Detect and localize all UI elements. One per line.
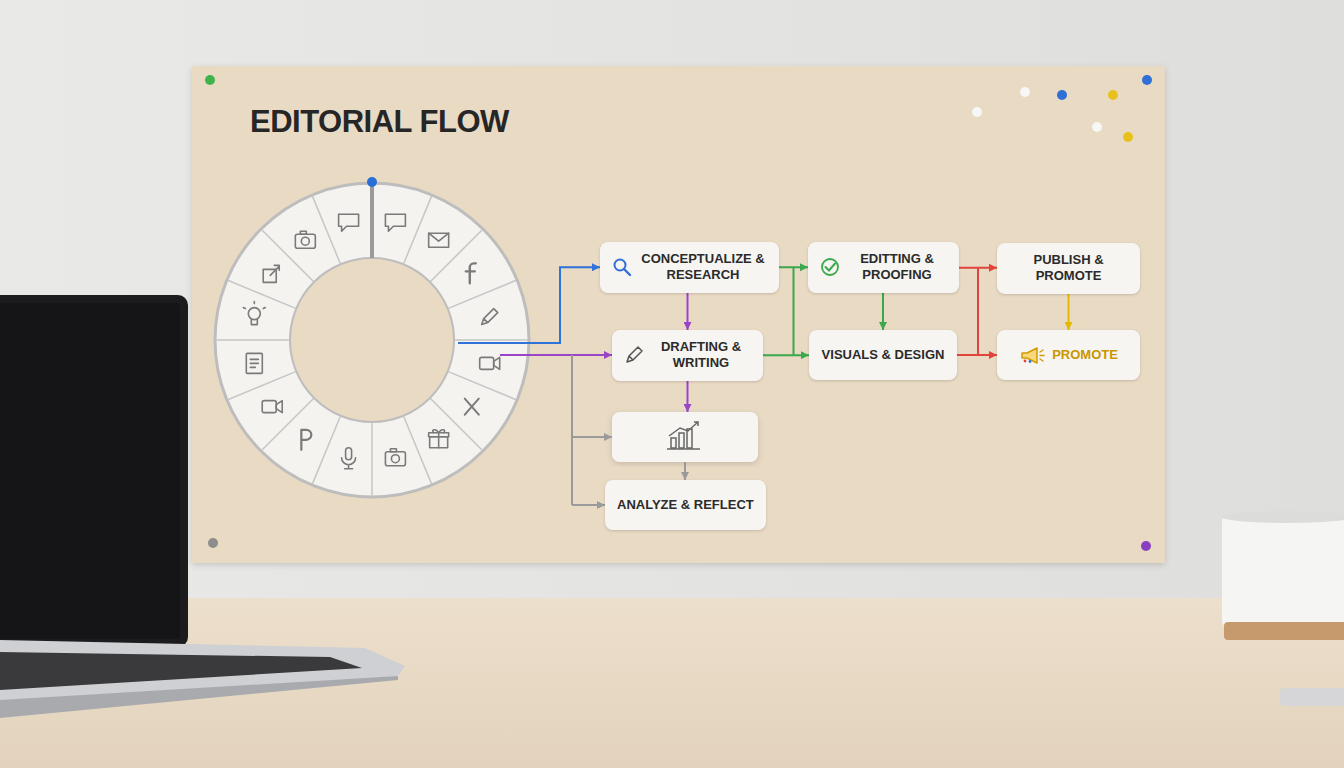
flow-arrow xyxy=(882,293,884,331)
channel-icon xyxy=(482,309,498,325)
box-text: DRAFTING & WRITING xyxy=(651,339,751,372)
wheel-divider xyxy=(370,184,374,258)
pinboard xyxy=(192,66,1165,563)
wheel-divider xyxy=(430,398,482,450)
wheel-link xyxy=(458,267,600,343)
channel-icon xyxy=(385,449,405,466)
flow-arrow xyxy=(1068,294,1070,331)
wheel-divider xyxy=(448,371,516,399)
wheel-link xyxy=(500,354,612,356)
channel-icon xyxy=(385,214,405,231)
process-box: DRAFTING & WRITING xyxy=(612,330,763,381)
channel-icon xyxy=(429,233,449,247)
diagram-title: EDITORIAL FLOW xyxy=(250,104,509,140)
box-label: PUBLISH & PROMOTE xyxy=(1019,252,1119,285)
process-box: ANALYZE & REFLECT xyxy=(605,480,766,530)
wheel-link xyxy=(684,462,686,480)
channel-icon xyxy=(466,263,476,283)
box-icon xyxy=(820,257,840,277)
box-text: ANALYZE & REFLECT xyxy=(617,497,754,513)
wheel-divider xyxy=(403,416,431,484)
flow-arrow xyxy=(687,293,689,331)
box-text: PROMOTE xyxy=(1052,347,1118,363)
box-label: ANALYZE & REFLECT xyxy=(617,497,754,513)
channel-icon xyxy=(301,430,311,450)
phone xyxy=(1280,688,1344,706)
desk xyxy=(0,598,1344,768)
box-label: DRAFTING & WRITING xyxy=(651,339,751,372)
flow-arrow xyxy=(959,267,997,269)
wheel-divider xyxy=(430,230,482,282)
box-icon xyxy=(612,257,632,277)
flow-arrow xyxy=(763,354,809,356)
process-box: CONCEPTUALIZE & RESEARCH xyxy=(600,242,779,293)
mug xyxy=(1222,511,1344,640)
channel-icon xyxy=(342,448,356,469)
channel-icon xyxy=(339,214,359,231)
flow-arrow xyxy=(957,354,997,356)
wheel-divider xyxy=(312,416,340,484)
wheel-links xyxy=(458,267,978,505)
box-text: VISUALS & DESIGN xyxy=(822,347,945,363)
wheel-link xyxy=(572,436,612,438)
wheel-divider xyxy=(454,339,528,341)
wheel-pin xyxy=(367,177,377,187)
wheel-link xyxy=(571,355,573,505)
box-icon xyxy=(1019,345,1045,365)
wheel-divider xyxy=(371,422,373,496)
box-text: PUBLISH & PROMOTE xyxy=(1019,252,1119,285)
channel-icon xyxy=(295,231,315,248)
wall xyxy=(0,0,1344,600)
pins xyxy=(205,75,1152,551)
process-box: VISUALS & DESIGN xyxy=(809,330,957,380)
channel-icon xyxy=(246,353,262,373)
wheel-divider xyxy=(216,339,290,341)
box-label: VISUALS & DESIGN xyxy=(822,347,945,363)
wheel-link xyxy=(977,267,979,355)
box-label: EDITTING & PROOFING xyxy=(847,251,947,284)
wheel-link xyxy=(687,381,689,413)
channel-icon xyxy=(480,357,500,369)
box-label: CONCEPTUALIZE & RESEARCH xyxy=(639,251,767,284)
wheel-divider xyxy=(262,398,314,450)
wheel-divider xyxy=(403,196,431,264)
wheel-divider xyxy=(228,280,296,308)
wheel-link xyxy=(572,504,605,506)
laptop xyxy=(0,295,405,718)
wheel-divider xyxy=(312,196,340,264)
process-box: PUBLISH & PROMOTE xyxy=(997,243,1140,294)
wheel-link xyxy=(793,267,795,355)
wheel-divider xyxy=(262,230,314,282)
channel-wheel xyxy=(215,177,529,497)
channel-icon xyxy=(465,399,479,415)
process-box: EDITTING & PROOFING xyxy=(808,242,959,293)
process-box: PROMOTE xyxy=(997,330,1140,380)
channel-icon xyxy=(429,430,449,448)
box-label: PROMOTE xyxy=(1052,347,1118,363)
wheel-divider xyxy=(228,371,296,399)
box-icon xyxy=(624,345,644,365)
channel-icon xyxy=(243,302,265,325)
channel-icon xyxy=(262,401,282,413)
box-text: EDITTING & PROOFING xyxy=(847,251,947,284)
wheel-divider xyxy=(448,280,516,308)
chart-box xyxy=(612,412,758,462)
box-text: CONCEPTUALIZE & RESEARCH xyxy=(639,251,767,284)
channel-icon xyxy=(263,265,279,282)
flow-arrow xyxy=(779,266,808,268)
